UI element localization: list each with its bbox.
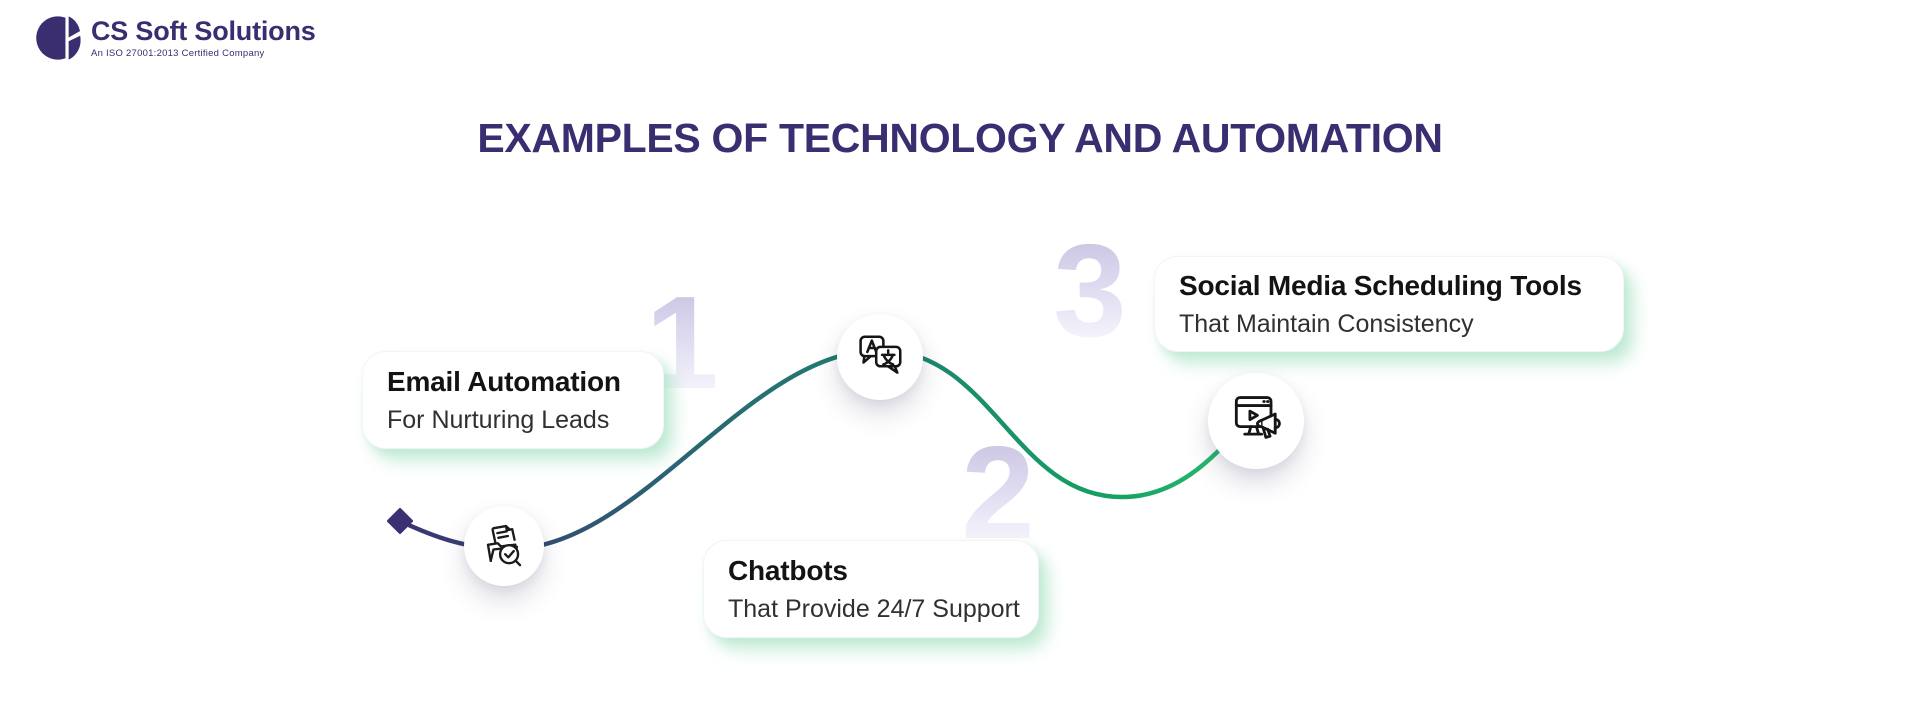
step-card-email-automation: Email Automation For Nurturing Leads [362,351,664,449]
step-card-subtitle: That Provide 24/7 Support [728,595,1020,623]
step-card-subtitle: For Nurturing Leads [387,406,610,434]
flow-start-diamond-icon [387,508,413,534]
step-card-social-media-tools: Social Media Scheduling Tools That Maint… [1154,256,1624,352]
step-icon-circle-3 [1208,373,1304,469]
step-number-3: 3 [1020,225,1160,357]
brand-name: CS Soft Solutions [91,16,316,46]
step-icon-circle-1 [464,506,544,586]
step-card-subtitle: That Maintain Consistency [1179,310,1474,338]
brand-logo: CS Soft Solutions An ISO 27001:2013 Cert… [36,12,316,64]
step-card-chatbots: Chatbots That Provide 24/7 Support [703,540,1039,638]
step-card-title: Social Media Scheduling Tools [1179,270,1582,301]
step-icon-circle-2 [837,314,923,400]
step-card-title: Chatbots [728,555,848,586]
translation-chat-icon [859,335,902,374]
brand-tagline: An ISO 27001:2013 Certified Company [91,48,265,60]
document-search-check-icon [486,524,522,567]
page-title: EXAMPLES OF TECHNOLOGY AND AUTOMATION [477,115,1443,161]
social-media-promotion-icon [1234,396,1281,439]
step-card-title: Email Automation [387,366,621,397]
cs-logo-mark-icon [36,16,81,60]
